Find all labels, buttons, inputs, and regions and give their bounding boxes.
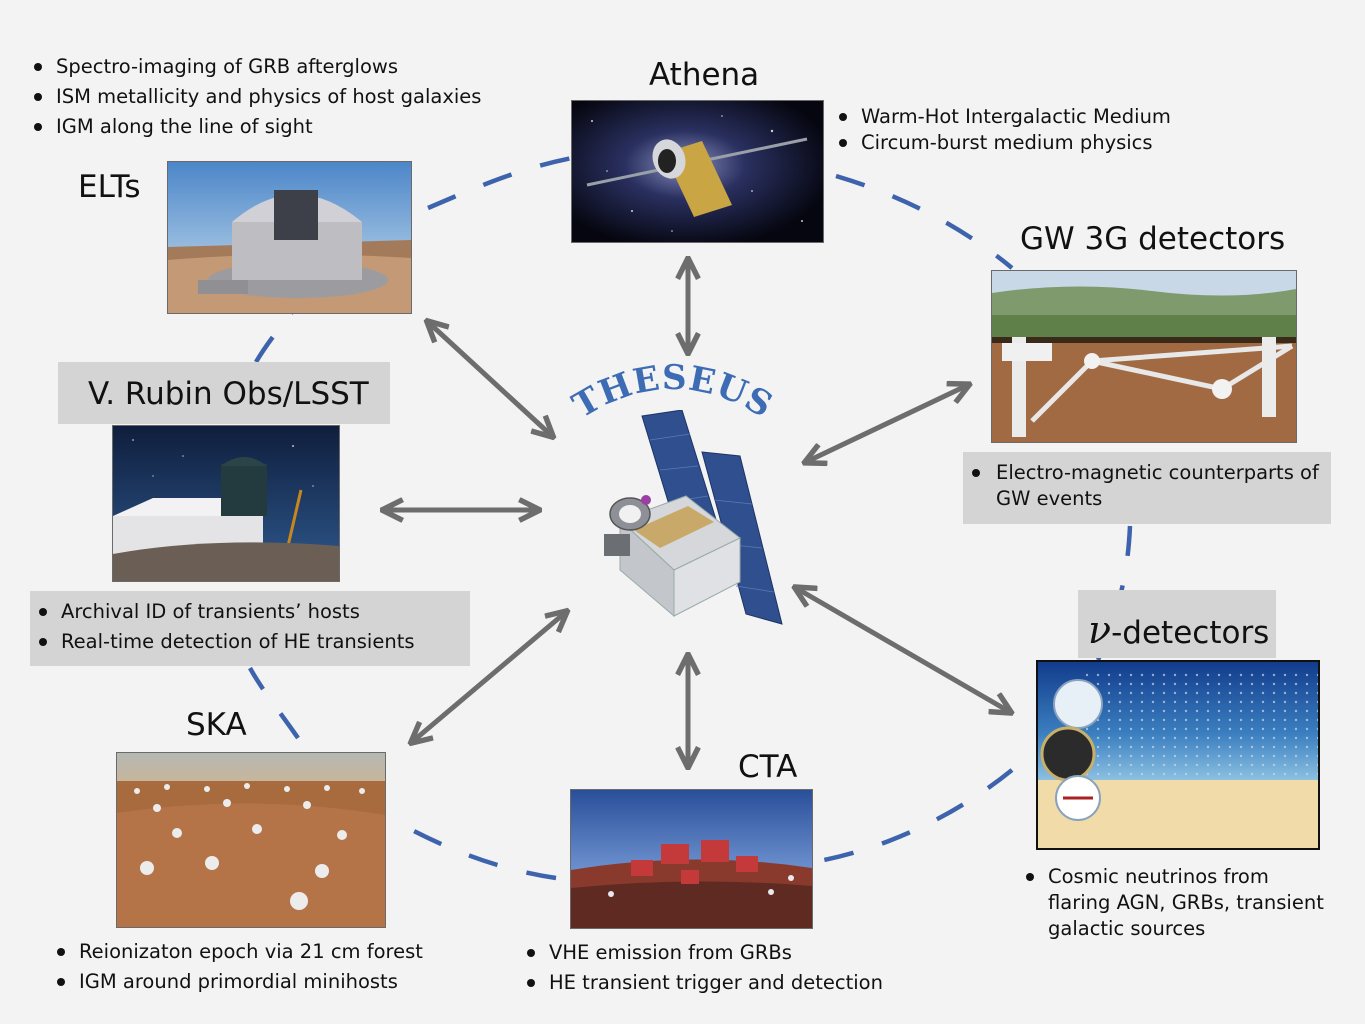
ska-bullet: IGM around primordial minihosts <box>53 967 423 997</box>
cta-bullet: VHE emission from GRBs <box>523 938 883 968</box>
rubin-bullet: Real-time detection of HE transients <box>35 627 415 657</box>
cta-title: CTA <box>738 749 798 785</box>
arrow-gw <box>806 385 968 462</box>
nu-title: ν-detectors <box>1088 611 1269 649</box>
gw-image <box>991 270 1297 443</box>
gw-bullet: Electro-magnetic counterparts of <box>996 461 1319 484</box>
athena-image <box>571 100 824 243</box>
rubin-title-box <box>58 362 390 424</box>
cta-bullets: VHE emission from GRBs HE transient trig… <box>523 938 883 998</box>
gw-bullet-continued: GW events <box>996 487 1103 510</box>
theseus-logo: THESEUS <box>566 357 780 427</box>
elts-image <box>167 161 412 314</box>
nu-title-box <box>1078 590 1276 658</box>
arrow-nu <box>796 588 1010 712</box>
nu-image <box>1036 660 1320 850</box>
athena-bullet: Warm-Hot Intergalactic Medium <box>835 104 1171 130</box>
link-arrows <box>384 260 1010 766</box>
rubin-bullet: Archival ID of transients’ hosts <box>35 597 415 627</box>
athena-title: Athena <box>649 57 760 93</box>
theseus-spacecraft <box>604 410 783 625</box>
nu-bullet-line: flaring AGN, GRBs, transient <box>1048 891 1324 914</box>
gw-bullet-box <box>963 452 1331 524</box>
arrow-elts <box>428 322 552 436</box>
rubin-bullet-box <box>30 591 470 666</box>
ska-image <box>116 752 386 928</box>
arrow-ska <box>412 612 566 742</box>
gw-bullets: Electro-magnetic counterparts of GW even… <box>968 460 1319 512</box>
athena-bullets: Warm-Hot Intergalactic Medium Circum-bur… <box>835 104 1171 156</box>
rubin-image <box>112 425 340 582</box>
nu-bullet: Cosmic neutrinos from <box>1022 864 1269 890</box>
ska-bullets: Reionizaton epoch via 21 cm forest IGM a… <box>53 937 423 997</box>
rubin-title: V. Rubin Obs/LSST <box>88 376 369 412</box>
rubin-bullets: Archival ID of transients’ hosts Real-ti… <box>35 597 415 657</box>
elts-title: ELTs <box>78 169 141 205</box>
nu-symbol: ν <box>1088 608 1112 652</box>
ska-title: SKA <box>186 707 247 743</box>
nu-bullet-line: galactic sources <box>1048 917 1206 940</box>
nu-bullet-continued: flaring AGN, GRBs, transient galactic so… <box>1048 890 1324 942</box>
cta-bullet: HE transient trigger and detection <box>523 968 883 998</box>
elts-bullet: IGM along the line of sight <box>30 112 481 142</box>
cta-image <box>570 789 813 929</box>
athena-bullet: Circum-burst medium physics <box>835 130 1171 156</box>
nu-title-text: -detectors <box>1111 615 1270 651</box>
ska-bullet: Reionizaton epoch via 21 cm forest <box>53 937 423 967</box>
nu-bullets: Cosmic neutrinos from <box>1022 864 1269 890</box>
elts-bullets: Spectro-imaging of GRB afterglows ISM me… <box>30 52 481 142</box>
elts-bullet: Spectro-imaging of GRB afterglows <box>30 52 481 82</box>
elts-bullet: ISM metallicity and physics of host gala… <box>30 82 481 112</box>
gw-title: GW 3G detectors <box>1020 221 1286 257</box>
